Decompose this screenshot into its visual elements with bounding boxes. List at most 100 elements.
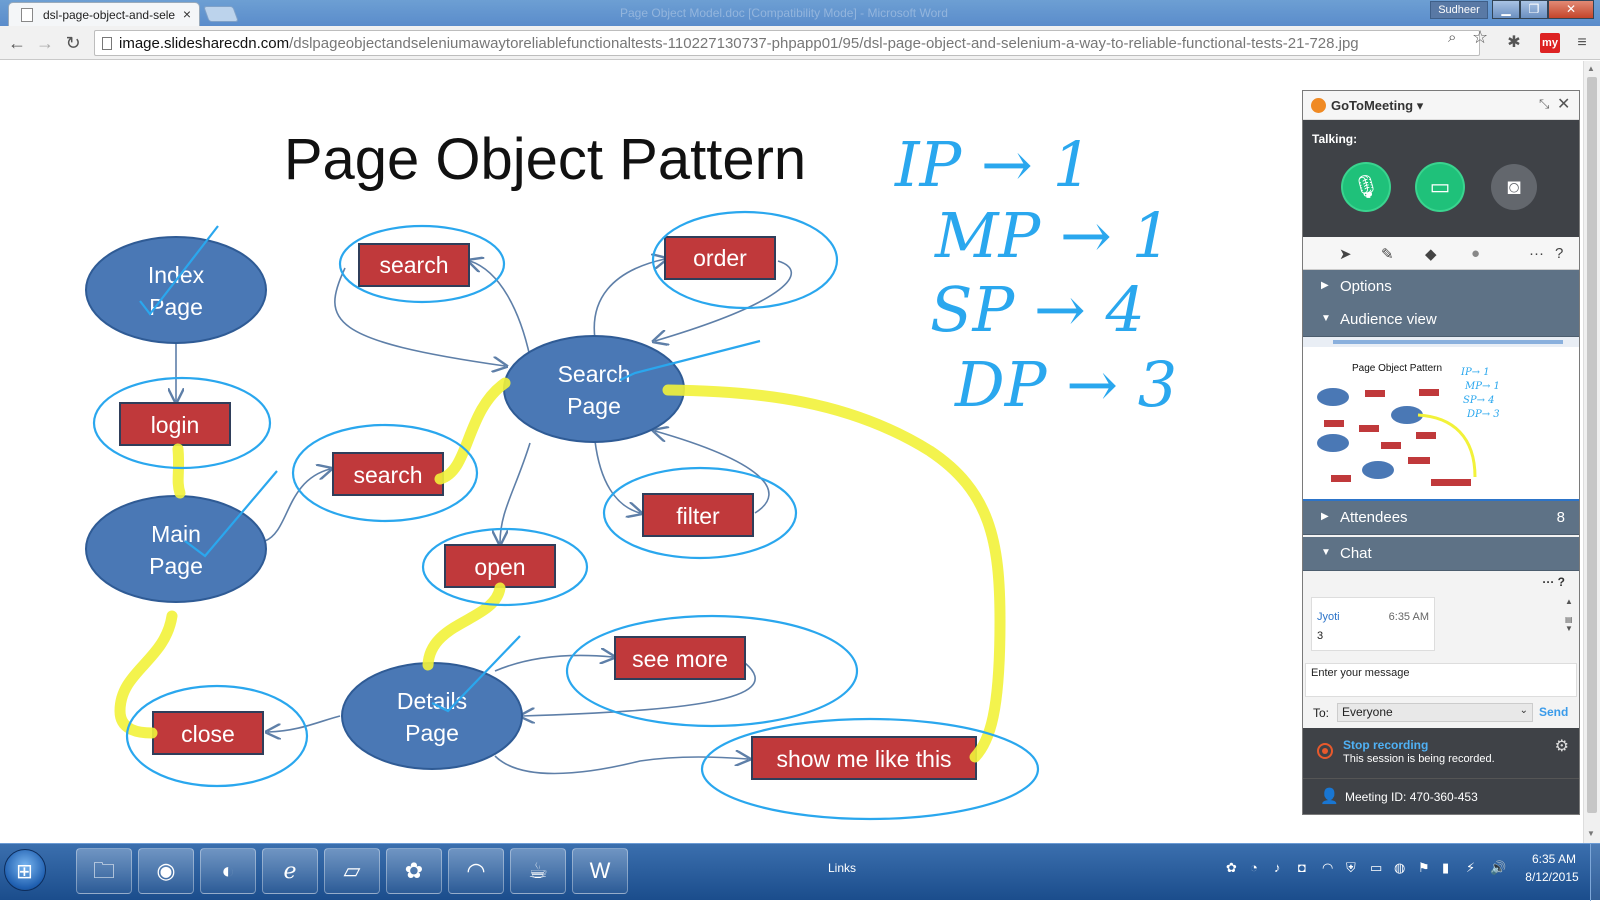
action-show-me-label: show me like this	[776, 746, 951, 772]
action-see-more: see more	[615, 637, 745, 679]
pen-icon[interactable]: ✎	[1381, 245, 1394, 263]
airtel-icon[interactable]: ◠	[448, 848, 504, 894]
action-open: open	[445, 545, 555, 587]
details-page-label-2: Page	[405, 720, 459, 746]
address-bar[interactable]: image.slidesharecdn.com/dslpageobjectand…	[94, 30, 1480, 56]
back-icon[interactable]: ←	[6, 32, 28, 54]
collapse-icon[interactable]: ⤡	[1539, 96, 1549, 112]
chat-text: 3	[1317, 630, 1323, 642]
forward-icon[interactable]: →	[34, 32, 56, 54]
maximize-button[interactable]: ❐	[1520, 0, 1548, 19]
tray-signal-icon[interactable]: ▮	[1442, 860, 1449, 876]
start-button[interactable]: ⊞	[4, 849, 46, 891]
flower-icon[interactable]: ✿	[386, 848, 442, 894]
star-icon[interactable]: ☆	[1472, 27, 1488, 48]
browser-tab-bar: dsl-page-object-and-sele × Page Object M…	[0, 0, 1600, 26]
zoom-icon[interactable]: ⌕	[1448, 29, 1456, 46]
tray-phone-icon[interactable]: ◔	[1250, 860, 1258, 875]
gtm-close-icon[interactable]: ✕	[1557, 94, 1570, 114]
record-icon[interactable]	[1317, 743, 1333, 759]
javaee-icon[interactable]: ☕	[510, 848, 566, 894]
scroll-down-icon[interactable]: ▼	[1587, 829, 1595, 838]
audience-view-section[interactable]: ▼ Audience view	[1303, 303, 1579, 337]
eraser-icon[interactable]: ◆	[1425, 245, 1437, 263]
clock-time[interactable]: 6:35 AM	[1526, 852, 1582, 866]
chevron-down-icon: ⌄	[1520, 705, 1528, 716]
attendees-count: 8	[1557, 509, 1565, 526]
options-section[interactable]: ▶ Options	[1303, 270, 1579, 304]
new-tab-button[interactable]	[203, 6, 239, 22]
action-filter-label: filter	[676, 503, 720, 529]
thumbnail-annotation-ip: IP→ 1	[1460, 367, 1490, 378]
chat-section[interactable]: ▼ Chat	[1303, 537, 1579, 571]
tray-flag-icon[interactable]: ⚑	[1418, 860, 1430, 876]
tray-shield-icon[interactable]: ⛨	[1346, 860, 1356, 876]
profile-name[interactable]: Sudheer	[1430, 1, 1488, 19]
annotation-ip: IP → 1	[894, 128, 1092, 201]
action-see-more-label: see more	[632, 646, 728, 672]
chat-message: Jyoti 6:35 AM 3	[1311, 597, 1435, 651]
talking-label: Talking:	[1312, 132, 1357, 146]
screen-share-button[interactable]: ▭	[1417, 164, 1463, 210]
help-icon[interactable]: ?	[1555, 245, 1563, 262]
collapse-section-icon: ▼	[1321, 547, 1331, 558]
camera-button[interactable]: ◙	[1491, 164, 1537, 210]
index-page-label-1: Index	[148, 262, 205, 288]
eclipse-icon[interactable]: ◐	[200, 848, 256, 894]
tray-network-icon[interactable]: ◍	[1394, 860, 1405, 876]
chat-tools[interactable]: ··· ?	[1542, 575, 1565, 589]
scroll-up-icon[interactable]: ▲	[1587, 64, 1595, 73]
microphone-button[interactable]: 🎙	[1343, 164, 1389, 210]
window-close-button[interactable]: ✕	[1548, 0, 1594, 19]
extension-icon[interactable]: ✱	[1504, 32, 1524, 54]
action-show-me: show me like this	[752, 737, 976, 779]
ink-annotations: IP → 1 MP → 1 SP → 4 DP → 3	[894, 128, 1177, 421]
spotlight-icon[interactable]: ●	[1471, 245, 1480, 262]
menu-icon[interactable]: ≡	[1572, 32, 1592, 54]
chat-scrollbar[interactable]: ▲▤▼	[1565, 597, 1575, 657]
action-open-label: open	[474, 554, 525, 580]
page-scrollbar[interactable]: ▲ ▼	[1583, 61, 1600, 843]
recipient-row: To: Everyone ⌄ Send	[1303, 701, 1579, 725]
scroll-thumb[interactable]	[1587, 77, 1597, 813]
recipient-select[interactable]: Everyone ⌄	[1337, 703, 1533, 722]
ie-icon[interactable]: ℯ	[262, 848, 318, 894]
browser-tab[interactable]: dsl-page-object-and-sele ×	[8, 2, 200, 26]
search-page-label-1: Search	[558, 361, 631, 387]
action-search-top-label: search	[379, 252, 448, 278]
explorer-icon[interactable]: 🗀	[76, 848, 132, 894]
word-icon[interactable]: W	[572, 848, 628, 894]
notepad-icon[interactable]: ▱	[324, 848, 380, 894]
send-button[interactable]: Send	[1539, 705, 1568, 719]
tray-app-icon[interactable]: ◘	[1298, 860, 1306, 875]
my-icon[interactable]: my	[1540, 33, 1560, 53]
action-close: close	[153, 712, 263, 754]
show-desktop-button[interactable]	[1590, 844, 1600, 901]
tray-monitor-icon[interactable]: ▭	[1370, 860, 1382, 876]
tray-flower-icon[interactable]: ✿	[1226, 860, 1237, 876]
attendees-section[interactable]: ▶ Attendees 8	[1303, 501, 1579, 535]
url-path: /dslpageobjectandseleniumawaytoreliablef…	[289, 35, 1359, 52]
minimize-button[interactable]: ▁	[1492, 0, 1520, 19]
clock-date[interactable]: 8/12/2015	[1520, 870, 1584, 884]
main-page-label-1: Main	[151, 521, 201, 547]
action-login: login	[120, 403, 230, 445]
tray-bell-icon[interactable]: ♪	[1274, 860, 1281, 875]
audience-view-thumbnail: Page Object Pattern IP→ 1 MP→ 1 SP→ 4 DP…	[1303, 337, 1579, 501]
tab-close-icon[interactable]: ×	[183, 6, 191, 22]
chrome-icon[interactable]: ◉	[138, 848, 194, 894]
more-icon[interactable]: ···	[1529, 245, 1544, 262]
gtm-title[interactable]: GoToMeeting ▾	[1331, 98, 1423, 114]
chat-input[interactable]: Enter your message	[1305, 663, 1577, 697]
stop-recording-link[interactable]: Stop recording	[1343, 738, 1428, 752]
reload-icon[interactable]: ↻	[62, 32, 84, 54]
tray-power-icon[interactable]: ⚡	[1466, 860, 1475, 876]
tray-airtel-icon[interactable]: ◠	[1322, 860, 1333, 876]
add-user-icon[interactable]: 👤	[1320, 787, 1339, 805]
collapse-section-icon: ▼	[1321, 313, 1331, 324]
gear-icon[interactable]: ⚙	[1555, 736, 1569, 756]
links-toolbar[interactable]: Links	[828, 861, 856, 875]
drawing-toolbar: ➤ ✎ ◆ ● ··· ?	[1303, 237, 1579, 270]
tray-volume-icon[interactable]: 🔊	[1490, 860, 1506, 876]
pointer-icon[interactable]: ➤	[1339, 245, 1352, 263]
